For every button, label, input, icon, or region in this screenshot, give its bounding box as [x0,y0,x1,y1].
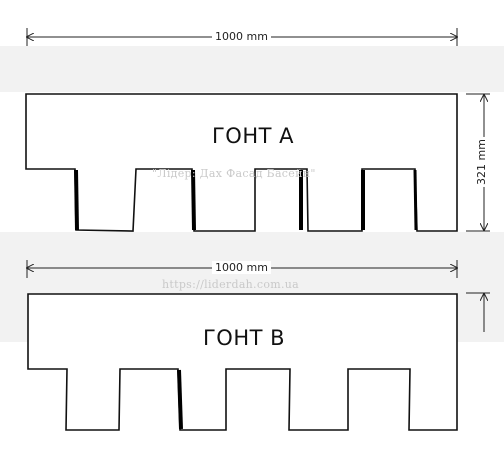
shingle-a-outline [25,93,458,232]
company-watermark: "Лідер: Дах Фасад Басейн" [152,167,316,180]
bottom-width-label: 1000 mm [212,261,271,274]
url-watermark: https://liderdah.com.ua [162,278,300,291]
background-band-top [0,46,504,92]
shingle-a-cut-edge [413,169,418,231]
shingle-b-cut-edge [177,369,183,430]
shingle-a-label: ГОНТ А [212,124,294,148]
shingle-b-label: ГОНТ В [203,326,286,350]
shingle-a-cut-edge [74,169,79,231]
height-label: 321 mm [474,137,488,187]
shingle-a-cut-edge [191,169,196,231]
shingle-b-outline [27,293,458,431]
top-width-label: 1000 mm [212,30,271,43]
